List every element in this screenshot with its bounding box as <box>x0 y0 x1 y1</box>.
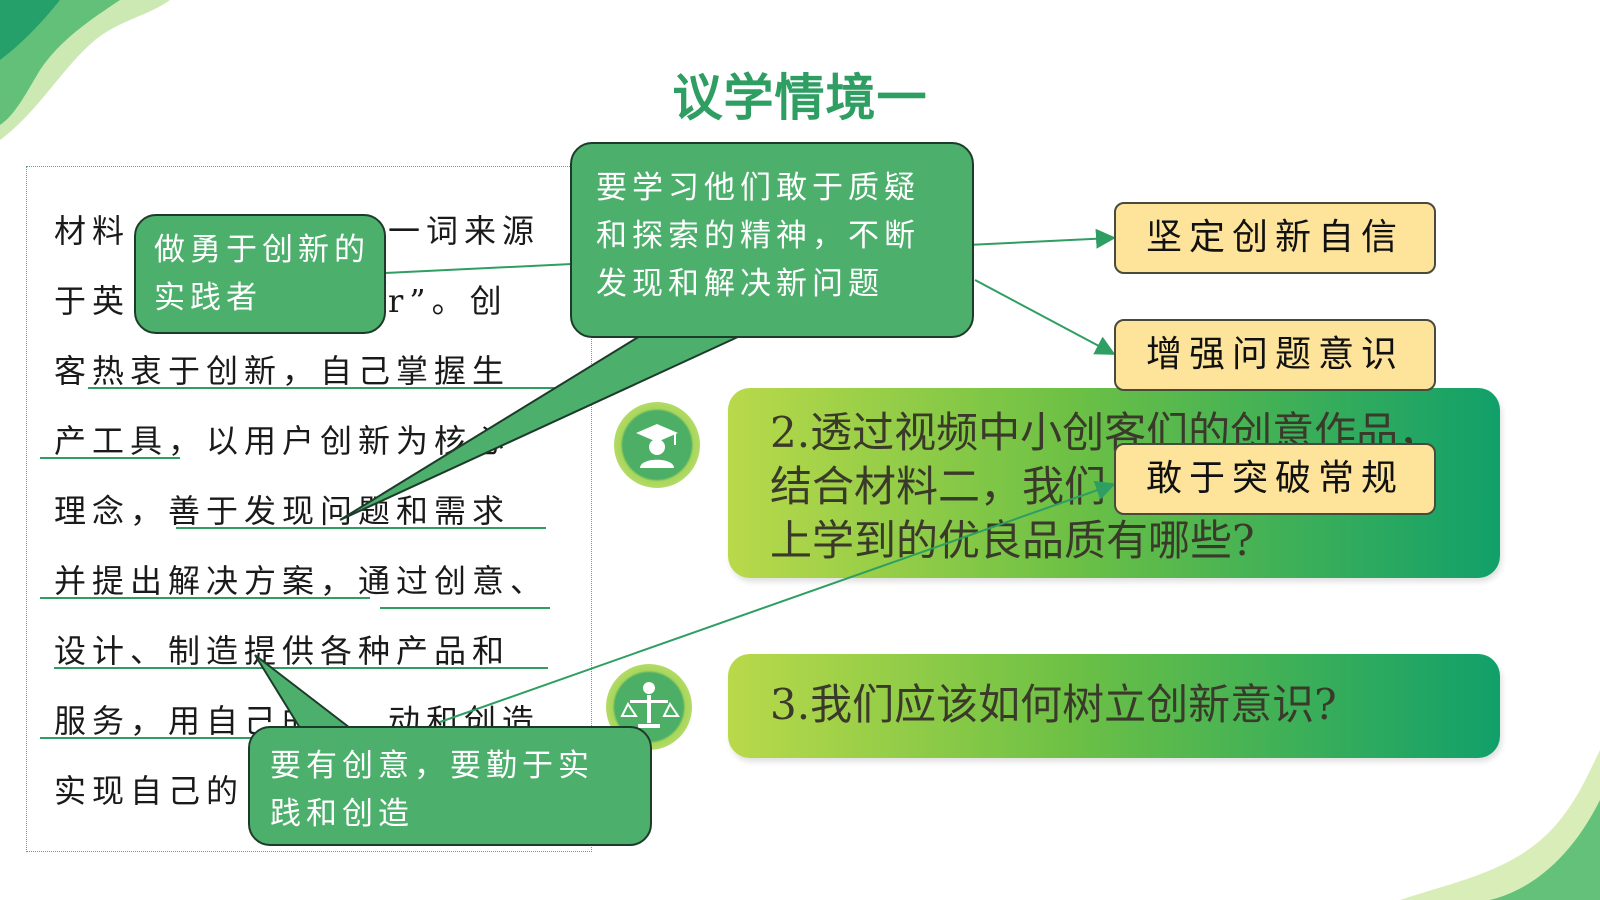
question-bar-3: 3.我们应该如何树立创新意识? <box>728 654 1500 758</box>
corner-leaf-decoration-bottom-right <box>1400 750 1600 900</box>
tag-creative-confidence: 坚定创新自信 <box>1114 202 1436 274</box>
material-line: 材料 <box>54 212 131 250</box>
question-2-line-2: 结合材料二，我们 <box>770 462 1107 511</box>
material-line: 于英 <box>54 282 131 320</box>
material-line: 设计、制造提供各种产品和 <box>54 632 511 670</box>
callout-brave-practitioner: 做勇于创新的实践者 <box>134 214 386 334</box>
callout-creative-line-1: 要有创意，要勤于实 <box>270 748 594 784</box>
bubble-tail-creative <box>254 654 353 729</box>
tag-break-convention: 敢于突破常规 <box>1114 443 1436 515</box>
callout-study-line-3: 发现和解决新问题 <box>596 266 884 302</box>
tag-problem-awareness: 增强问题意识 <box>1114 319 1436 391</box>
bubble-tail-study <box>339 335 741 521</box>
callout-creative-line-2: 践和创造 <box>270 796 414 832</box>
material-line: 实现自己的 <box>54 772 245 810</box>
material-line: 产工具，以用户创新为核心 <box>54 422 511 460</box>
underline <box>176 527 546 529</box>
material-line: 理念，善于发现问题和需求 <box>54 492 511 530</box>
callout-study-line-2: 和探索的精神，不断 <box>596 218 920 254</box>
underline <box>40 597 370 599</box>
material-line: 客热衷于创新，自己掌握生 <box>54 352 511 390</box>
graduate-icon <box>614 402 700 488</box>
connector-line <box>974 279 1116 355</box>
corner-leaf-decoration-top-left <box>0 0 170 140</box>
underline <box>54 667 548 669</box>
question-3-text: 3.我们应该如何树立创新意识? <box>770 680 1337 729</box>
question-2-line-3: 上学到的优良品质有哪些? <box>770 516 1255 565</box>
callout-brave-text: 做勇于创新的实践者 <box>154 232 370 316</box>
material-line: 并提出解决方案，通过创意、 <box>54 562 549 600</box>
material-line: r”。创 <box>388 282 508 320</box>
material-line: 一词来源 <box>388 212 541 250</box>
underline <box>88 387 568 389</box>
callout-study-line-1: 要学习他们敢于质疑 <box>596 170 920 206</box>
material-box <box>26 166 592 852</box>
callout-creative-practice: 要有创意，要勤于实 践和创造 <box>248 726 652 846</box>
page-title: 议学情境一 <box>672 69 928 127</box>
connector-line <box>439 480 1116 723</box>
underline <box>40 457 180 459</box>
callout-study-spirit: 要学习他们敢于质疑 和探索的精神，不断 发现和解决新问题 <box>570 142 974 338</box>
underline <box>380 607 550 609</box>
